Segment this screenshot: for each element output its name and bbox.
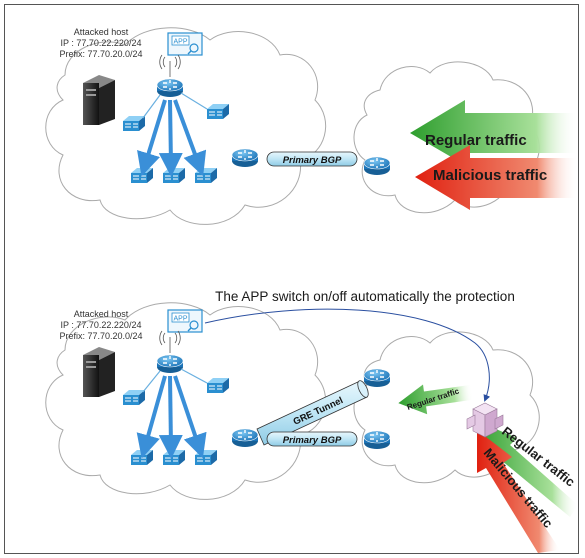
svg-text:APP: APP — [173, 316, 187, 323]
app-icon: APP — [167, 32, 203, 56]
edge-router-top — [231, 148, 259, 168]
switch-c-top — [194, 167, 218, 184]
host-prefix-top: Prefix: 77.70.20.0/24 — [59, 49, 142, 59]
switch-right-bottom — [206, 377, 230, 394]
scrubbing-device-icon — [466, 402, 504, 438]
app-control-arrow — [204, 308, 491, 402]
tunnel-router — [363, 368, 391, 388]
switch-b-top — [162, 167, 186, 184]
switch-left-bottom — [122, 389, 146, 406]
wireless-icon-bottom — [159, 330, 181, 353]
bottom-diagram: The APP switch on/off automatically the … — [45, 289, 578, 553]
regular-traffic-arrow-inner — [398, 384, 474, 415]
host-ip-bottom: IP : 77.70.22.220/24 — [61, 320, 142, 330]
malicious-traffic-label-top: Malicious traffic — [433, 167, 547, 184]
app-icon-bottom: APP — [167, 309, 203, 333]
svg-text:APP: APP — [173, 39, 187, 46]
primary-bgp-link-bottom: Primary BGP — [266, 431, 358, 447]
regular-traffic-arrow-bottom — [475, 420, 578, 517]
regular-traffic-arrow-top — [410, 100, 578, 165]
host-title-top: Attacked host — [74, 27, 129, 37]
diagram-frame: Regular traffic Malicious traffic Attack… — [4, 4, 579, 554]
malicious-traffic-arrow-bottom — [477, 430, 560, 553]
core-router-top — [156, 78, 184, 98]
remote-router-top — [363, 156, 391, 176]
svg-text:Primary BGP: Primary BGP — [283, 155, 342, 166]
distribution-arrows-top — [137, 99, 207, 177]
switch-c-bottom — [194, 449, 218, 466]
edge-router-bottom — [231, 428, 259, 448]
switch-a-bottom — [130, 449, 154, 466]
wireless-icon — [159, 54, 181, 77]
switch-right-top — [206, 103, 230, 120]
svg-text:Primary BGP: Primary BGP — [283, 435, 342, 446]
host-prefix-bottom: Prefix: 77.70.20.0/24 — [59, 331, 142, 341]
network-diagram: Regular traffic Malicious traffic Attack… — [45, 27, 578, 553]
switch-b-bottom — [162, 449, 186, 466]
left-cloud-bottom — [45, 302, 327, 500]
core-router-bottom — [156, 354, 184, 374]
remote-router-bottom — [363, 430, 391, 450]
server-icon — [83, 75, 115, 125]
primary-bgp-link-top: Primary BGP — [266, 151, 358, 167]
host-title-bottom: Attacked host — [74, 309, 129, 319]
host-ip-top: IP : 77.70.22.220/24 — [61, 38, 142, 48]
protection-caption: The APP switch on/off automatically the … — [215, 289, 515, 304]
regular-traffic-label-top: Regular traffic — [425, 132, 527, 149]
switch-left-top — [122, 115, 146, 132]
distribution-arrows-bottom — [136, 375, 207, 459]
server-icon-bottom — [83, 347, 115, 397]
switch-a-top — [130, 167, 154, 184]
top-diagram: Regular traffic Malicious traffic Attack… — [45, 27, 578, 225]
malicious-traffic-arrow-top — [415, 145, 578, 210]
